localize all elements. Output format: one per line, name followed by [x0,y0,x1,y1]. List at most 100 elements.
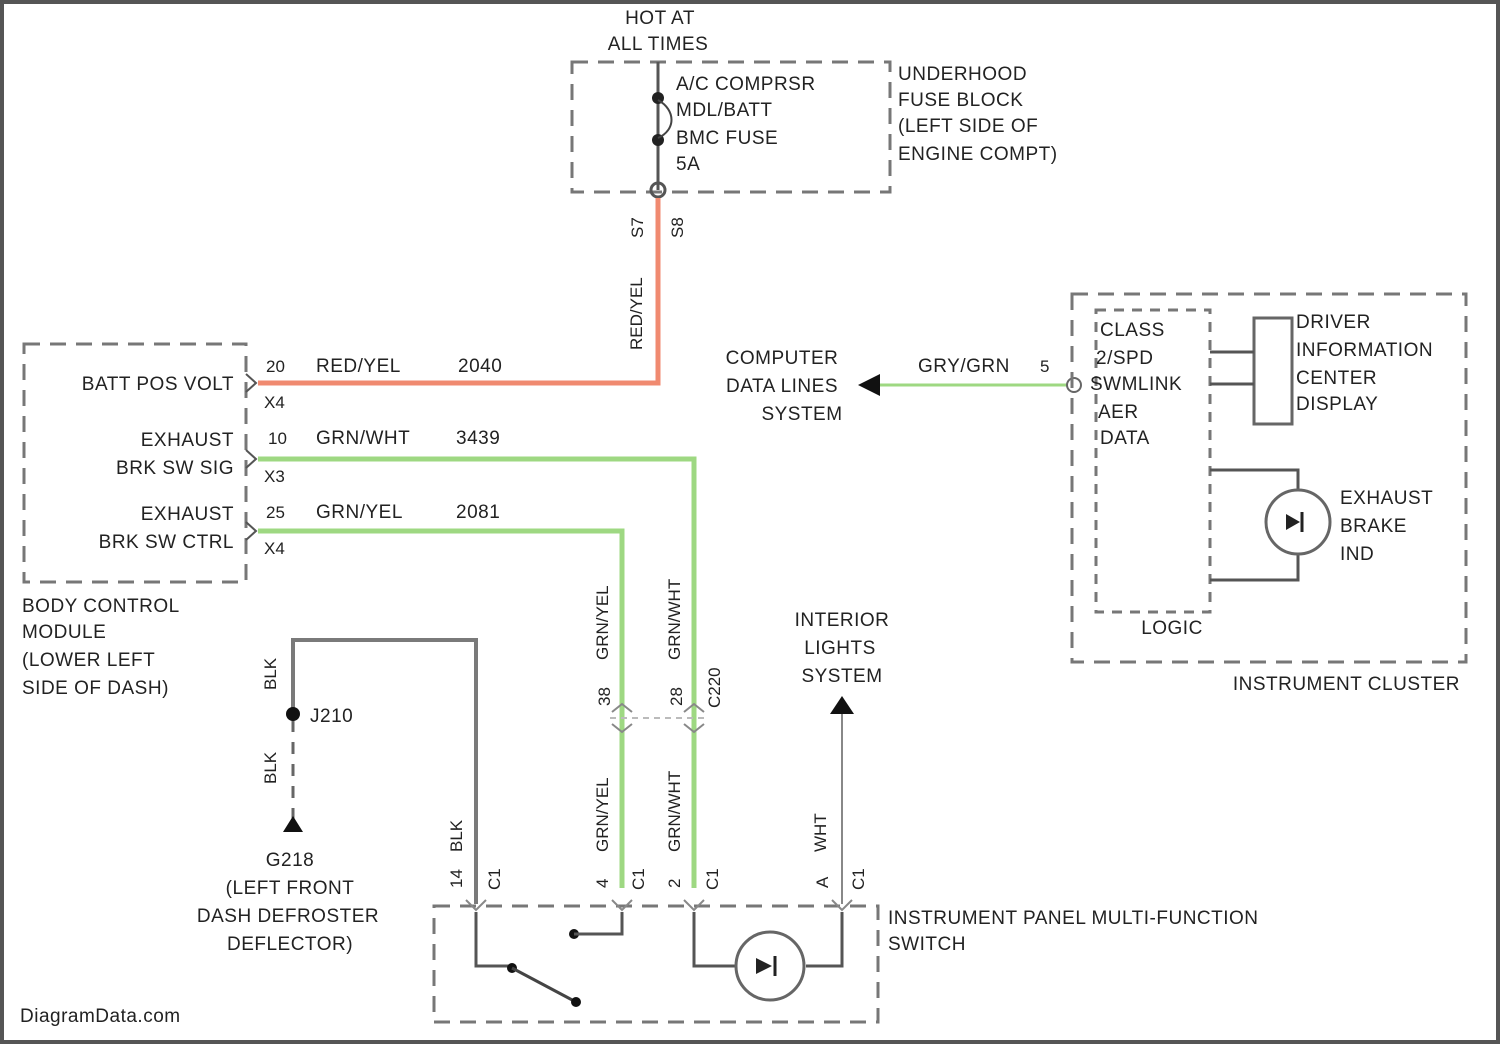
c220-pin-28: 28 [667,687,686,706]
bcm-name-3: (LOWER LEFT [22,650,155,671]
fuse-item-1: A/C COMPRSR [676,74,816,95]
fuse-block-name-3: (LEFT SIDE OF [898,116,1038,137]
fuse-item-2: MDL/BATT [676,100,773,121]
hot-at-label: HOT AT [625,8,695,29]
cluster-line-5: DATA [1100,428,1150,449]
bcm-name-1: BODY CONTROL [22,596,180,617]
red-wire-vertical-label: RED/YEL [627,277,646,350]
cdl-pin-5: 5 [1040,357,1049,376]
cluster-name: INSTRUMENT CLUSTER [1233,674,1460,695]
blk-switch-label: BLK [447,819,466,852]
watermark: DiagramData.com [20,1006,181,1027]
blk-top-label: BLK [261,657,280,690]
fuse-item-3: BMC FUSE [676,128,778,149]
bcm-pin-10: 10 [268,429,287,448]
blk-wire [293,640,476,904]
grn-wht-upper-label: GRN/WHT [665,579,684,660]
sw-led-diode-icon [756,958,772,974]
bcm-conn-x3: X3 [264,467,285,486]
dic-name-2: INFORMATION [1296,340,1433,361]
sw-pin-a: A [813,876,832,888]
sw-contact-right [571,997,581,1007]
circuit-2081: 2081 [456,502,500,523]
wire-grn-wht-label: GRN/WHT [316,428,410,449]
ip-switch-box [434,906,878,1022]
fuse-block-name-4: ENGINE COMPT) [898,144,1058,165]
bcm-batt-pos-volt: BATT POS VOLT [82,374,234,395]
j210-label: J210 [310,706,353,727]
interior-name-2: LIGHTS [804,638,876,659]
sw-pin-2: 2 [665,879,684,888]
bcm-exh-sig-2: BRK SW SIG [116,458,234,479]
j210-splice-node [286,707,300,721]
cluster-logic-label: LOGIC [1141,618,1203,639]
interior-arrow-icon [830,696,854,714]
cluster-line-1: CLASS [1100,320,1165,341]
bcm-pin-25: 25 [266,503,285,522]
ground-arrow-icon [283,816,303,832]
led-diode-icon [1286,514,1300,530]
cluster-line-3: SWMLINK [1090,374,1182,395]
sw-pin-4: 4 [593,879,612,888]
ind-wire-bottom [1210,554,1298,580]
fuse-pin-s8: S8 [668,217,687,238]
fuse-icon [658,100,672,138]
bcm-name-2: MODULE [22,622,106,643]
ground-name-1: G218 [266,850,314,871]
dic-name-4: DISPLAY [1296,394,1378,415]
instrument-cluster: CLASS 2/SPD SWMLINK AER DATA LOGIC DRIVE… [1072,294,1466,695]
sw-blade-icon [512,968,576,1002]
bcm-pin-20: 20 [266,357,285,376]
fuse-pin-s7: S7 [628,217,647,238]
ind-name-3: IND [1340,544,1374,565]
c220-pin-38: 38 [595,687,614,706]
dic-name-1: DRIVER [1296,312,1371,333]
fuse-block-name-1: UNDERHOOD [898,64,1027,85]
bcm-exh-ctrl-2: BRK SW CTRL [99,532,234,553]
c220-connector: C220 38 28 [595,667,724,732]
bcm-exh-sig-1: EXHAUST [141,430,234,451]
cdl-name-2: DATA LINES [726,376,838,397]
fuse-item-4: 5A [676,154,700,175]
wire-red-yel-label: RED/YEL [316,356,401,377]
bcm-exh-ctrl-1: EXHAUST [141,504,234,525]
grn-yel-upper-label: GRN/YEL [593,585,612,660]
wht-wire-label: WHT [811,813,830,852]
interior-name-1: INTERIOR [795,610,890,631]
interior-name-3: SYSTEM [801,666,882,687]
dic-display-icon [1254,318,1292,424]
interior-lights-system: INTERIOR LIGHTS SYSTEM WHT [795,610,890,904]
c220-label: C220 [705,667,724,708]
cluster-line-4: AER [1098,402,1139,423]
ground-name-3: DASH DEFROSTER [197,906,379,927]
blk-mid-label: BLK [261,751,280,784]
circuit-3439: 3439 [456,428,500,449]
sw-ground-trace [476,912,512,966]
wire-grn-yel-label: GRN/YEL [316,502,403,523]
cdl-arrow-icon [858,374,880,396]
ground-name-4: DEFLECTOR) [227,934,353,955]
sw-trace-pin2 [694,912,736,966]
fuse-block-name-2: FUSE BLOCK [898,90,1023,111]
body-control-module: BATT POS VOLT EXHAUST BRK SW SIG EXHAUST… [22,344,256,699]
sw-conn-c1-c: C1 [703,868,722,890]
computer-data-lines: COMPUTER DATA LINES SYSTEM GRY/GRN 5 [726,348,1081,425]
sw-pin-14: 14 [447,869,466,888]
ip-multifunction-switch: 14 C1 4 C1 2 C1 A C1 INSTRUMENT PANEL MU… [434,868,1259,1022]
all-times-label: ALL TIMES [608,34,709,55]
sw-conn-c1-b: C1 [629,868,648,890]
ind-name-1: EXHAUST [1340,488,1433,509]
sw-trace-pin4 [574,912,622,934]
circuit-2040: 2040 [458,356,502,377]
sw-conn-c1-a: C1 [485,868,504,890]
bcm-conn-x4-a: X4 [264,393,285,412]
underhood-fuse-block: HOT AT ALL TIMES A/C COMPRSR MDL/BATT BM… [572,8,1058,238]
ground-name-2: (LEFT FRONT [226,878,355,899]
grn-wht-lower-label: GRN/WHT [665,771,684,852]
sw-conn-c1-d: C1 [849,868,868,890]
cluster-pin-5-connector [1067,378,1081,392]
cluster-line-2: 2/SPD [1096,348,1153,369]
cdl-name-1: COMPUTER [726,348,839,369]
sw-trace-pina [806,912,842,966]
